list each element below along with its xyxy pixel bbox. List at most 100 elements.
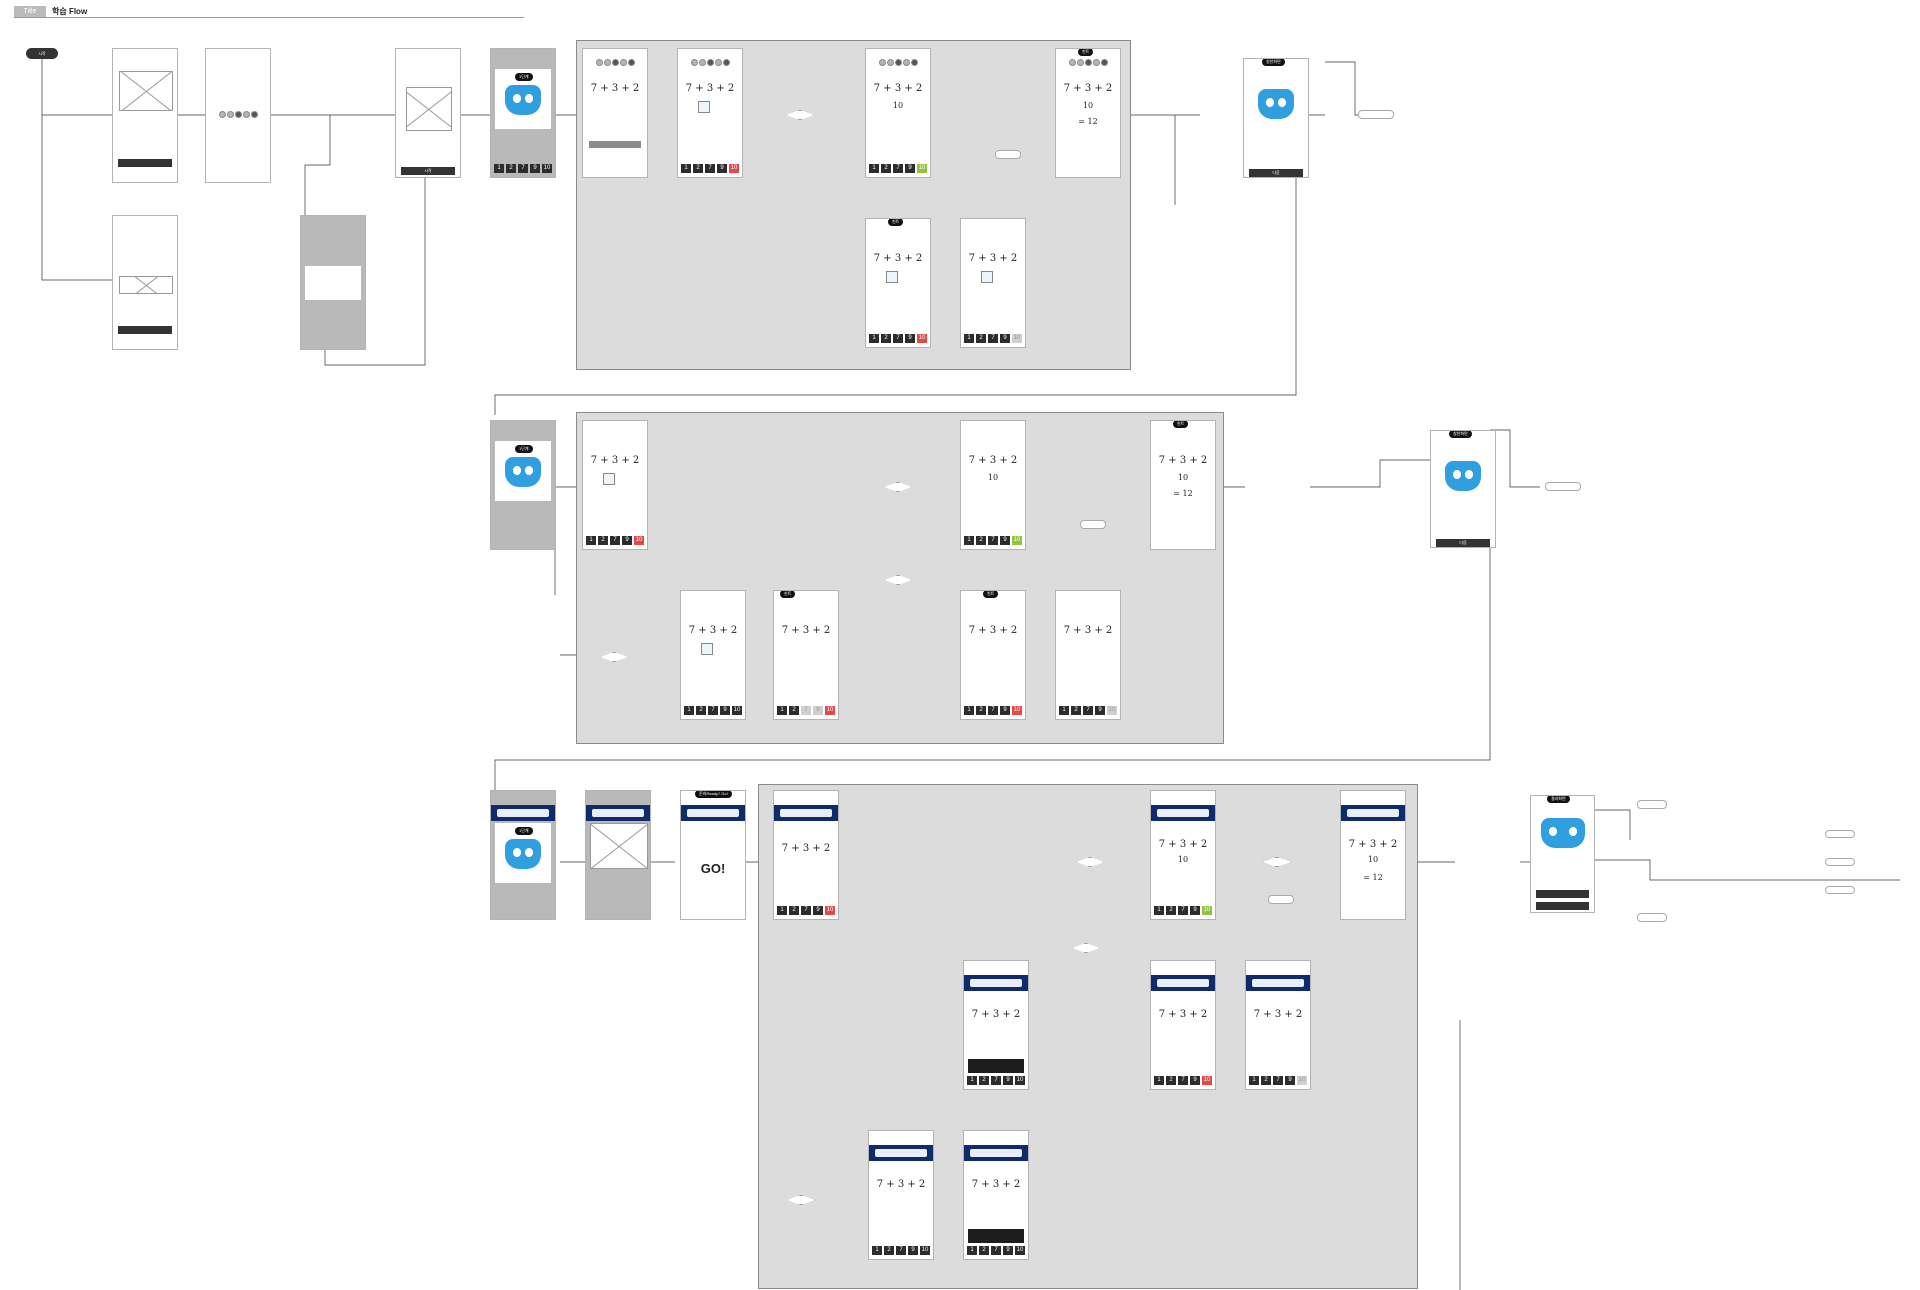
key[interactable]: 9 bbox=[717, 164, 727, 173]
key[interactable]: 2 bbox=[506, 164, 516, 173]
key[interactable]: 2 bbox=[976, 706, 986, 715]
key[interactable]: 10 bbox=[1015, 1246, 1025, 1255]
key[interactable]: 9 bbox=[530, 164, 540, 173]
key[interactable]: 7 bbox=[988, 706, 998, 715]
key[interactable]: 9 bbox=[1095, 706, 1105, 715]
key[interactable]: 1 bbox=[869, 334, 879, 343]
answer-box[interactable] bbox=[701, 643, 713, 655]
key[interactable]: 7 bbox=[896, 1246, 906, 1255]
key[interactable]: 9 bbox=[908, 1246, 918, 1255]
key[interactable]: 10 bbox=[917, 164, 927, 173]
answer-box[interactable] bbox=[981, 271, 993, 283]
key[interactable]: 9 bbox=[720, 706, 730, 715]
key[interactable]: 10 bbox=[825, 906, 835, 915]
key[interactable]: 7 bbox=[801, 706, 811, 715]
key[interactable]: 10 bbox=[920, 1246, 930, 1255]
key[interactable]: 2 bbox=[1261, 1076, 1271, 1085]
key[interactable]: 10 bbox=[825, 706, 835, 715]
key[interactable]: 7 bbox=[893, 334, 903, 343]
key[interactable]: 2 bbox=[1071, 706, 1081, 715]
key[interactable]: 7 bbox=[988, 536, 998, 545]
key[interactable]: 7 bbox=[801, 906, 811, 915]
key[interactable]: 9 bbox=[1190, 1076, 1200, 1085]
answer-box[interactable] bbox=[698, 101, 710, 113]
key[interactable]: 10 bbox=[729, 164, 739, 173]
key[interactable]: 7 bbox=[705, 164, 715, 173]
key[interactable]: 7 bbox=[610, 536, 620, 545]
key[interactable]: 10 bbox=[1107, 706, 1117, 715]
next-button[interactable]: 다음 bbox=[1249, 169, 1303, 177]
key[interactable]: 1 bbox=[494, 164, 504, 173]
key[interactable]: 10 bbox=[1202, 906, 1212, 915]
key[interactable]: 2 bbox=[693, 164, 703, 173]
key[interactable]: 9 bbox=[1000, 334, 1010, 343]
key[interactable]: 2 bbox=[1166, 1076, 1176, 1085]
key[interactable]: 7 bbox=[991, 1246, 1001, 1255]
key[interactable]: 1 bbox=[684, 706, 694, 715]
key[interactable]: 10 bbox=[1015, 1076, 1025, 1085]
key[interactable]: 1 bbox=[964, 334, 974, 343]
start-button[interactable] bbox=[118, 159, 172, 167]
key[interactable]: 10 bbox=[634, 536, 644, 545]
key[interactable]: 2 bbox=[789, 706, 799, 715]
key[interactable]: 1 bbox=[1154, 906, 1164, 915]
key[interactable]: 10 bbox=[542, 164, 552, 173]
key[interactable]: 1 bbox=[964, 536, 974, 545]
key[interactable]: 9 bbox=[1000, 706, 1010, 715]
key[interactable]: 7 bbox=[991, 1076, 1001, 1085]
key[interactable]: 2 bbox=[979, 1076, 989, 1085]
key[interactable]: 2 bbox=[696, 706, 706, 715]
key[interactable]: 1 bbox=[964, 706, 974, 715]
key[interactable]: 7 bbox=[988, 334, 998, 343]
start-button[interactable] bbox=[118, 326, 172, 334]
answer-box[interactable] bbox=[886, 271, 898, 283]
key[interactable]: 1 bbox=[777, 706, 787, 715]
key[interactable]: 1 bbox=[681, 164, 691, 173]
key[interactable]: 9 bbox=[1003, 1246, 1013, 1255]
key[interactable]: 1 bbox=[872, 1246, 882, 1255]
key[interactable]: 2 bbox=[979, 1246, 989, 1255]
key[interactable]: 2 bbox=[789, 906, 799, 915]
key[interactable]: 1 bbox=[1059, 706, 1069, 715]
key[interactable]: 9 bbox=[813, 906, 823, 915]
key[interactable]: 2 bbox=[598, 536, 608, 545]
key[interactable]: 1 bbox=[869, 164, 879, 173]
result-button-1[interactable] bbox=[1536, 890, 1589, 898]
key[interactable]: 1 bbox=[1249, 1076, 1259, 1085]
key[interactable]: 2 bbox=[1166, 906, 1176, 915]
key[interactable]: 2 bbox=[884, 1246, 894, 1255]
key[interactable]: 9 bbox=[1003, 1076, 1013, 1085]
key[interactable]: 1 bbox=[967, 1246, 977, 1255]
key[interactable]: 10 bbox=[1202, 1076, 1212, 1085]
key[interactable]: 9 bbox=[1190, 906, 1200, 915]
key[interactable]: 10 bbox=[917, 334, 927, 343]
key[interactable]: 10 bbox=[1012, 334, 1022, 343]
key[interactable]: 1 bbox=[586, 536, 596, 545]
key[interactable]: 10 bbox=[1012, 536, 1022, 545]
result-button-2[interactable] bbox=[1536, 902, 1589, 910]
key[interactable]: 7 bbox=[1178, 1076, 1188, 1085]
key[interactable]: 7 bbox=[893, 164, 903, 173]
key[interactable]: 2 bbox=[976, 536, 986, 545]
key[interactable]: 7 bbox=[1273, 1076, 1283, 1085]
key[interactable]: 10 bbox=[732, 706, 742, 715]
answer-box[interactable] bbox=[603, 473, 615, 485]
key[interactable]: 10 bbox=[1297, 1076, 1307, 1085]
key[interactable]: 9 bbox=[905, 334, 915, 343]
key[interactable]: 7 bbox=[708, 706, 718, 715]
key[interactable]: 1 bbox=[777, 906, 787, 915]
key[interactable]: 10 bbox=[1012, 706, 1022, 715]
key[interactable]: 9 bbox=[1000, 536, 1010, 545]
key[interactable]: 2 bbox=[881, 164, 891, 173]
key[interactable]: 1 bbox=[1154, 1076, 1164, 1085]
key[interactable]: 1 bbox=[967, 1076, 977, 1085]
key[interactable]: 2 bbox=[881, 334, 891, 343]
key[interactable]: 7 bbox=[1083, 706, 1093, 715]
key[interactable]: 9 bbox=[622, 536, 632, 545]
key[interactable]: 9 bbox=[1285, 1076, 1295, 1085]
key[interactable]: 7 bbox=[518, 164, 528, 173]
key[interactable]: 9 bbox=[905, 164, 915, 173]
key[interactable]: 7 bbox=[1178, 906, 1188, 915]
next-button[interactable]: 다음 bbox=[1436, 539, 1490, 547]
key[interactable]: 9 bbox=[813, 706, 823, 715]
